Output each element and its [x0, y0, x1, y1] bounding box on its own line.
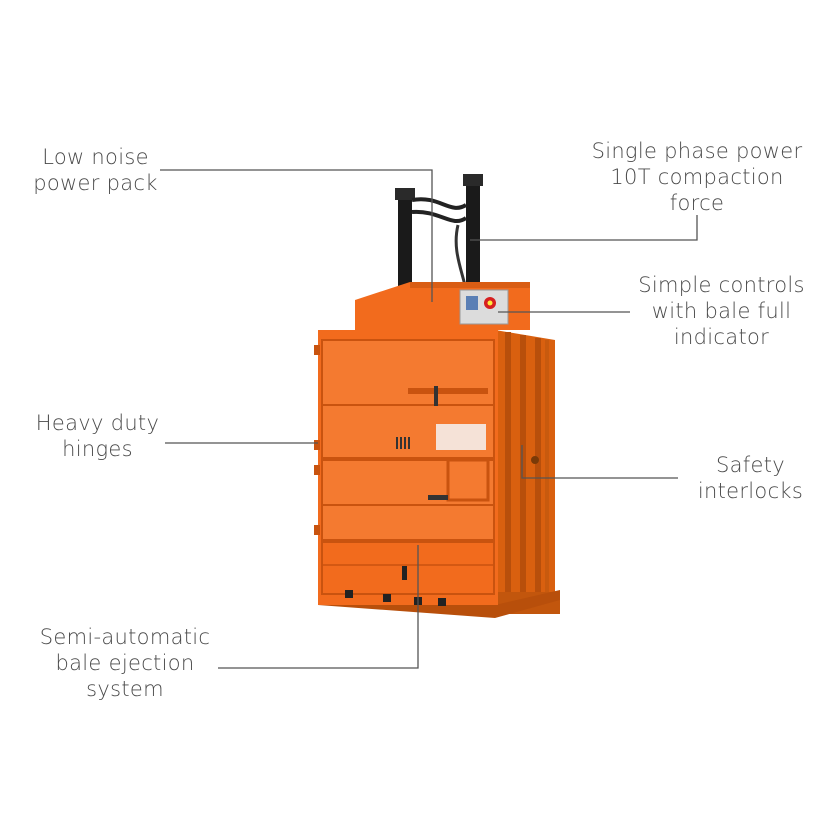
- callout-power-pack: Low noise power pack: [28, 144, 163, 196]
- callout-controls-line-2: with bale full: [651, 299, 792, 323]
- callout-hinges: Heavy duty hinges: [30, 410, 165, 462]
- callout-ejection: Semi-automatic bale ejection system: [30, 624, 220, 702]
- callout-interlocks: Safety interlocks: [688, 452, 813, 504]
- callout-single-phase-line-3: force: [669, 191, 725, 215]
- callout-single-phase: Single phase power 10T compaction force: [588, 138, 806, 216]
- callout-power-pack-line-2: power pack: [33, 171, 158, 195]
- callout-controls: Simple controls with bale full indicator: [634, 272, 809, 350]
- hydraulic-rams: [395, 174, 483, 295]
- callout-ejection-line-3: system: [86, 677, 164, 701]
- callout-controls-line-1: Simple controls: [638, 273, 805, 297]
- callout-ejection-line-2: bale ejection: [55, 651, 195, 675]
- leader-line-interlocks: [521, 445, 678, 479]
- interlock-knob: [531, 456, 539, 464]
- callout-interlocks-line-1: Safety: [716, 453, 785, 477]
- leader-line-single-phase: [470, 215, 698, 241]
- control-box: [459, 289, 509, 325]
- machine-side-panels: [495, 330, 555, 610]
- callout-hinges-line-2: hinges: [62, 437, 133, 461]
- leader-lines: [160, 169, 698, 669]
- machine-front: [314, 330, 498, 606]
- leader-line-ejection: [218, 545, 419, 669]
- callout-single-phase-line-1: Single phase power: [591, 139, 803, 163]
- callout-single-phase-line-2: 10T compaction: [610, 165, 784, 189]
- callout-interlocks-line-2: interlocks: [697, 479, 804, 503]
- callout-power-pack-line-1: Low noise: [42, 145, 149, 169]
- leader-line-power-pack: [160, 169, 433, 302]
- callout-controls-line-3: indicator: [673, 325, 770, 349]
- callout-ejection-line-1: Semi-automatic: [39, 625, 211, 649]
- callout-hinges-line-1: Heavy duty: [35, 411, 160, 435]
